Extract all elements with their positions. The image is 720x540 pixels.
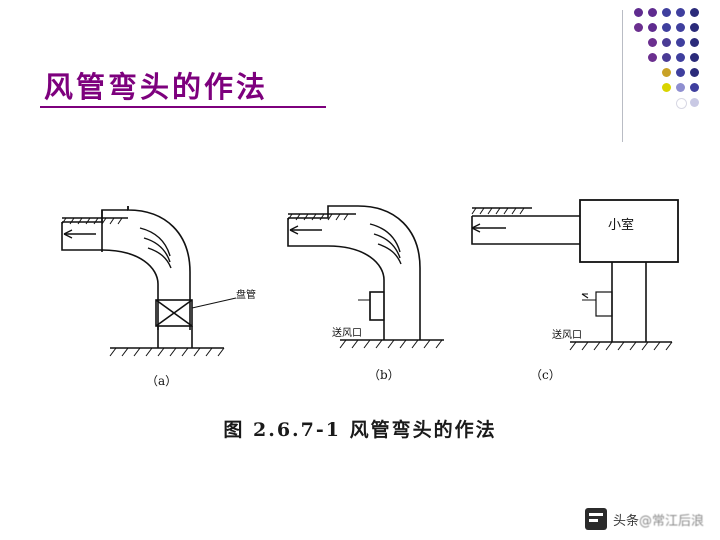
deco-dot bbox=[690, 83, 699, 92]
footer-text: 头条@常江后浪 bbox=[613, 510, 704, 529]
annotation-chamber-c: 小室 bbox=[608, 218, 635, 233]
footer-watermark: 头条@常江后浪 bbox=[584, 508, 704, 530]
deco-dot bbox=[676, 8, 685, 17]
deco-dot bbox=[676, 23, 685, 32]
figure-caption: 图 2.6.7-1 风管弯头的作法 bbox=[223, 419, 497, 441]
annotation-air-outlet-c: 送风口 bbox=[552, 330, 582, 341]
deco-dot bbox=[662, 83, 671, 92]
deco-dot bbox=[648, 38, 657, 47]
deco-dot bbox=[648, 53, 657, 62]
deco-dot bbox=[662, 68, 671, 77]
figure-diagram: 盘管 送风口 小室 送风口 （a） （b） （c） bbox=[40, 180, 680, 460]
deco-dot bbox=[648, 8, 657, 17]
toutiao-logo-icon bbox=[584, 508, 607, 530]
deco-dot bbox=[662, 53, 671, 62]
deco-dot bbox=[634, 23, 643, 32]
deco-dot bbox=[676, 38, 685, 47]
deco-dot bbox=[690, 8, 699, 17]
dot-grid-decoration bbox=[620, 8, 706, 142]
deco-dot bbox=[676, 98, 687, 109]
page-title: 风管弯头的作法 bbox=[44, 70, 269, 104]
footer-account: @常江后浪 bbox=[638, 513, 704, 529]
deco-dot bbox=[634, 8, 643, 17]
annotation-air-outlet-b: 送风口 bbox=[332, 328, 362, 339]
deco-dot bbox=[662, 23, 671, 32]
deco-dot bbox=[648, 23, 657, 32]
deco-dot bbox=[662, 8, 671, 17]
annotation-coil-a: 盘管 bbox=[236, 290, 256, 301]
deco-dot bbox=[690, 23, 699, 32]
duct-elbow-drawing bbox=[61, 199, 679, 357]
deco-dot bbox=[676, 83, 685, 92]
title-underline bbox=[40, 106, 326, 108]
decoration-divider-line bbox=[622, 10, 623, 142]
deco-dot bbox=[690, 38, 699, 47]
deco-dot bbox=[690, 53, 699, 62]
panel-label-a: （a） bbox=[146, 374, 178, 388]
panel-label-b: （b） bbox=[368, 368, 400, 382]
deco-dot bbox=[690, 98, 699, 107]
deco-dot bbox=[676, 53, 685, 62]
deco-dot bbox=[662, 38, 671, 47]
footer-prefix: 头条 bbox=[612, 513, 639, 529]
deco-dot bbox=[690, 68, 699, 77]
panel-label-c: （c） bbox=[530, 368, 561, 382]
deco-dot bbox=[676, 68, 685, 77]
